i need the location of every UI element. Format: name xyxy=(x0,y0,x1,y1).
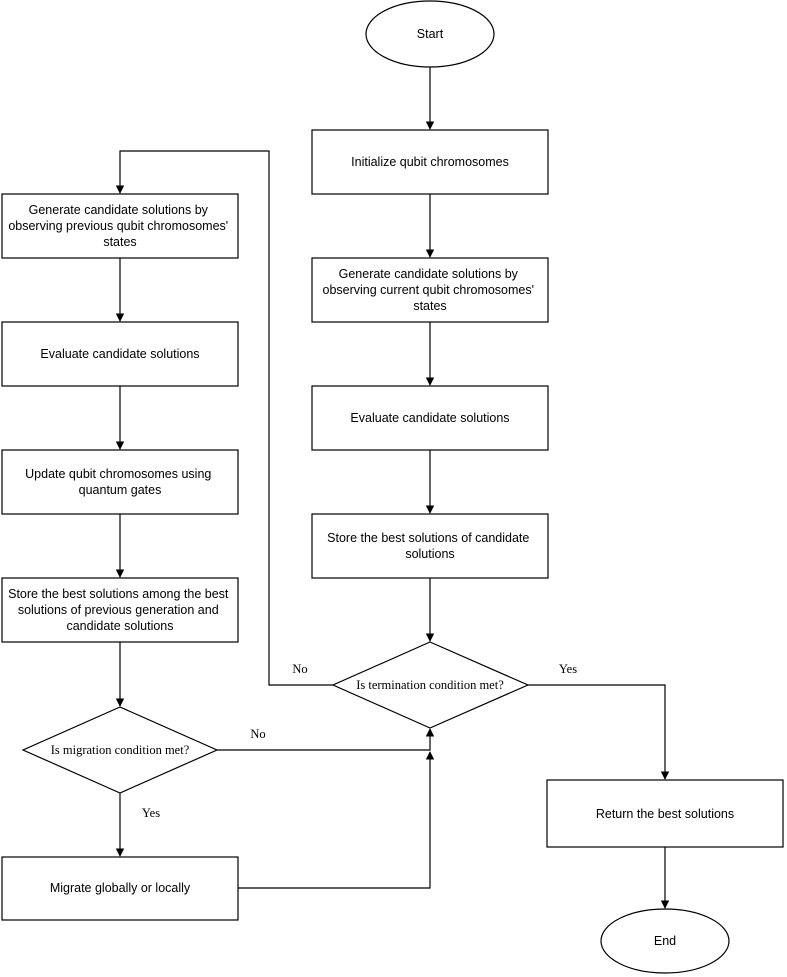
edge-migrate-to-termination xyxy=(238,751,435,889)
end-node: End xyxy=(600,908,730,974)
gen-previous-node: Generate candidate solutions by observin… xyxy=(1,193,239,259)
store-best-label: Store the best solutions of candidate so… xyxy=(327,531,533,561)
start-label: Start xyxy=(417,27,444,41)
edge-termination-yes xyxy=(528,684,670,780)
update-label: Update qubit chromosomes using quantum g… xyxy=(25,467,215,497)
eval-left-label: Evaluate candidate solutions xyxy=(40,347,199,361)
migration-decision: Is migration condition met? xyxy=(21,706,219,794)
edge-migration-no xyxy=(217,728,435,751)
termination-yes-label: Yes xyxy=(559,662,577,676)
store-among-node: Store the best solutions among the best … xyxy=(1,577,239,643)
migrate-label: Migrate globally or locally xyxy=(50,881,191,895)
migration-yes-label: Yes xyxy=(142,806,160,820)
store-best-node: Store the best solutions of candidate so… xyxy=(311,513,549,579)
end-label: End xyxy=(654,934,676,948)
update-line-1: Update qubit chromosomes using xyxy=(25,467,211,481)
gen-previous-label: Generate candidate solutions by observin… xyxy=(8,203,231,249)
eval-left-node: Evaluate candidate solutions xyxy=(1,321,239,387)
update-line-2: quantum gates xyxy=(79,483,162,497)
termination-decision: Is termination condition met? xyxy=(331,641,530,729)
termination-label: Is termination condition met? xyxy=(356,678,504,692)
eval-right-label: Evaluate candidate solutions xyxy=(350,411,509,425)
migration-label: Is migration condition met? xyxy=(51,743,190,757)
termination-no-label: No xyxy=(292,662,307,676)
store-best-line-2: solutions xyxy=(405,547,454,561)
migrate-node: Migrate globally or locally xyxy=(1,856,239,921)
gen-previous-line-1: Generate candidate solutions by xyxy=(29,203,209,217)
gen-current-line-2: observing current qubit chromosomes' xyxy=(323,283,535,297)
init-node: Initialize qubit chromosomes xyxy=(311,129,549,195)
store-among-line-2: solutions of previous generation and xyxy=(18,603,219,617)
gen-current-line-3: states xyxy=(413,299,446,313)
gen-previous-line-2: observing previous qubit chromosomes' xyxy=(8,219,228,233)
edges xyxy=(115,67,670,909)
migration-no-label: No xyxy=(250,727,265,741)
store-best-line-1: Store the best solutions of candidate xyxy=(327,531,529,545)
edge-termination-no xyxy=(115,150,333,686)
return-best-node: Return the best solutions xyxy=(546,779,784,848)
start-node: Start xyxy=(365,0,495,68)
store-among-line-3: candidate solutions xyxy=(66,619,173,633)
init-label: Initialize qubit chromosomes xyxy=(351,155,509,169)
store-among-line-1: Store the best solutions among the best xyxy=(8,587,229,601)
update-node: Update qubit chromosomes using quantum g… xyxy=(1,449,239,515)
return-best-label: Return the best solutions xyxy=(596,807,734,821)
gen-current-label: Generate candidate solutions by observin… xyxy=(323,267,538,313)
gen-previous-line-3: states xyxy=(103,235,136,249)
store-among-label: Store the best solutions among the best … xyxy=(8,587,232,633)
eval-right-node: Evaluate candidate solutions xyxy=(311,385,549,451)
gen-current-line-1: Generate candidate solutions by xyxy=(339,267,519,281)
gen-current-node: Generate candidate solutions by observin… xyxy=(311,257,549,323)
